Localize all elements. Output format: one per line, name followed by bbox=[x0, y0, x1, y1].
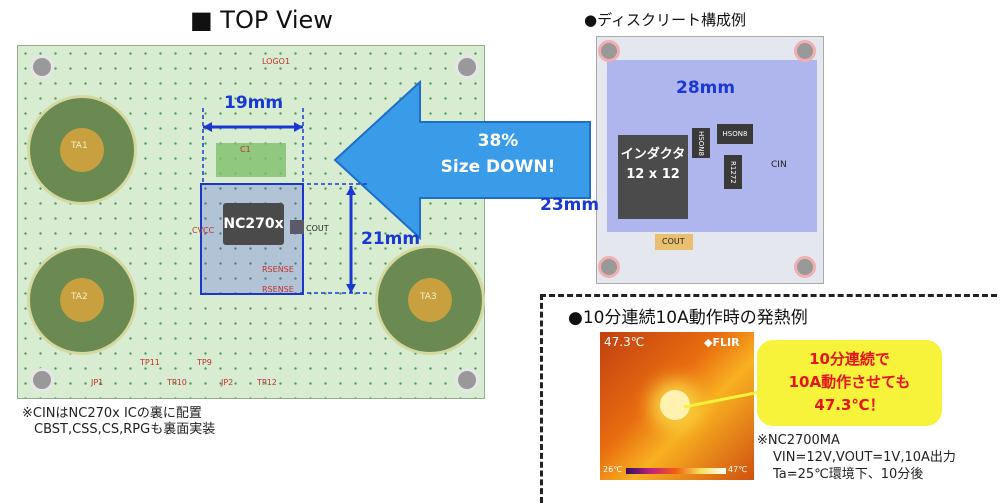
inductor: インダクタ 12 x 12 bbox=[618, 135, 688, 219]
note-line: ※CINはNC270x ICの裏に配置 bbox=[22, 406, 202, 421]
mount-hole-icon bbox=[455, 55, 479, 79]
spec-line: ※NC2700MA bbox=[757, 433, 840, 448]
discrete-title: ●ディスクリート構成例 bbox=[584, 11, 747, 29]
rsense-label-2: RSENSE bbox=[262, 285, 294, 294]
mount-hole-icon bbox=[794, 256, 816, 278]
capacitor-array bbox=[216, 143, 286, 177]
height-dimension-label: 21mm bbox=[361, 229, 421, 249]
arrow-text: 38% Size DOWN! bbox=[418, 128, 578, 180]
temperature-readout: 47.3℃ bbox=[604, 335, 645, 349]
mount-hole-icon bbox=[30, 368, 54, 392]
scale-max: 47℃ bbox=[728, 465, 748, 474]
disc-height-label: 23mm bbox=[540, 195, 600, 215]
thermal-title: ●10分連続10A動作時の発熱例 bbox=[568, 308, 808, 328]
left-note: ※CINはNC270x ICの裏に配置 CBST,CSS,CS,RPGも裏面実装 bbox=[22, 406, 215, 438]
color-scale-bar bbox=[626, 468, 726, 474]
cout-label: COUT bbox=[306, 224, 329, 233]
mosfet-chip: HSON8 bbox=[717, 124, 753, 144]
nc270x-ic: NC270x bbox=[223, 203, 284, 245]
scale-min: 26℃ bbox=[603, 465, 623, 474]
inductor-label: インダクタ bbox=[620, 147, 686, 162]
hotspot bbox=[660, 390, 690, 420]
mount-hole-icon bbox=[30, 55, 54, 79]
thermal-image: 47.3℃ ◆FLIR 26℃ 47℃ bbox=[600, 332, 754, 480]
thermal-section bbox=[540, 294, 997, 503]
mount-hole-icon bbox=[794, 40, 816, 62]
arrowhead bbox=[346, 186, 356, 195]
callout-line bbox=[683, 390, 761, 409]
arrowhead bbox=[203, 122, 212, 132]
cout-label: COUT bbox=[662, 237, 685, 246]
jumper-label: JP2 bbox=[221, 378, 234, 387]
controller-chip: R1272 bbox=[724, 155, 742, 189]
flir-logo: ◆FLIR bbox=[704, 336, 740, 349]
terminal-label: TA2 bbox=[71, 292, 88, 302]
mount-hole-icon bbox=[598, 256, 620, 278]
arrowhead bbox=[294, 122, 303, 132]
width-dimension-label: 19mm bbox=[224, 93, 284, 113]
size-down-text: Size DOWN! bbox=[440, 157, 556, 177]
callout-line3: 47.3℃！ bbox=[814, 396, 885, 414]
testpoint-label: TP9 bbox=[197, 358, 212, 367]
testpoint-label: TP11 bbox=[140, 358, 160, 367]
cvcc-label: CVCC bbox=[192, 226, 215, 235]
callout-line1: 10分連続で bbox=[809, 350, 890, 368]
spec-line: Ta=25℃環境下、10分後 bbox=[773, 467, 924, 482]
terminal-label: TA3 bbox=[420, 292, 437, 302]
cout-component bbox=[290, 220, 304, 234]
spec-line: VIN=12V,VOUT=1V,10A出力 bbox=[773, 450, 956, 465]
note-line: CBST,CSS,CS,RPGも裏面実装 bbox=[34, 422, 216, 437]
size-down-arrow bbox=[333, 79, 591, 241]
terminal-label: TA1 bbox=[71, 141, 88, 151]
disc-width-label: 28mm bbox=[676, 78, 736, 98]
testpoint-label: TP10 bbox=[167, 378, 187, 387]
inductor-size: 12 x 12 bbox=[626, 167, 680, 182]
arrowhead bbox=[346, 284, 356, 293]
c1-label: C1 bbox=[240, 145, 251, 154]
terminal-pad-ta1 bbox=[27, 95, 137, 205]
testpoint-label: TP12 bbox=[257, 378, 277, 387]
spec-note: ※NC2700MA VIN=12V,VOUT=1V,10A出力 Ta=25℃環境… bbox=[757, 432, 956, 483]
top-view-title: ■ TOP View bbox=[190, 6, 333, 34]
callout-bubble: 10分連続で 10A動作させても 47.3℃！ bbox=[757, 340, 942, 426]
mosfet-chip: HSON8 bbox=[692, 128, 710, 158]
logo-label: LOGO1 bbox=[262, 57, 291, 66]
mount-hole-icon bbox=[598, 40, 620, 62]
terminal-pad-ta3 bbox=[375, 245, 485, 355]
callout-line2: 10A動作させても bbox=[788, 373, 911, 391]
cin-label: CIN bbox=[771, 160, 787, 170]
terminal-pad-ta2 bbox=[27, 245, 137, 355]
cout-component bbox=[655, 234, 693, 250]
mount-hole-icon bbox=[455, 368, 479, 392]
percent-text: 38% bbox=[477, 131, 519, 151]
rsense-label: RSENSE bbox=[262, 265, 294, 274]
jumper-label: JP1 bbox=[91, 378, 104, 387]
